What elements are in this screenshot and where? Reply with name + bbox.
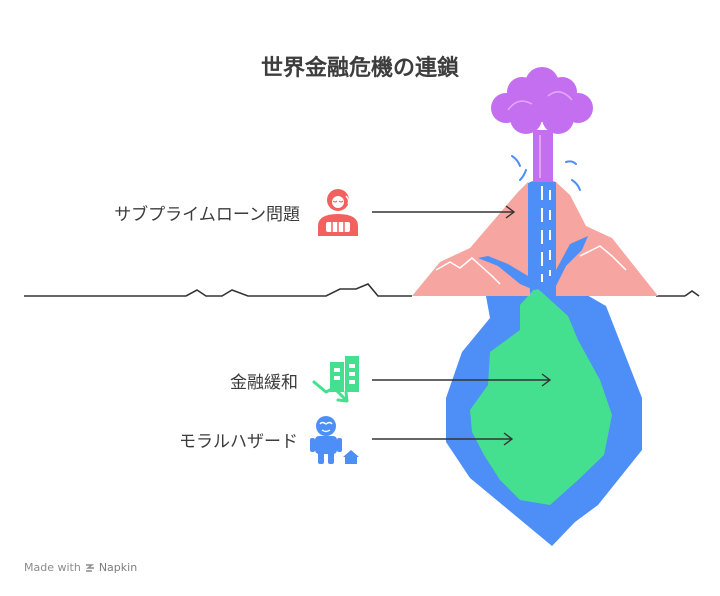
volcano-left <box>412 182 530 296</box>
eruption-column <box>533 130 553 182</box>
person-house-icon <box>310 416 359 464</box>
worried-person-icon <box>318 189 358 236</box>
eruption-cloud <box>491 67 593 134</box>
buildings-arrow-icon <box>312 356 359 403</box>
label-monetary-easing: 金融緩和 <box>230 373 298 393</box>
made-with-footer: Made with Napkin <box>24 561 137 574</box>
napkin-brand: Napkin <box>98 561 138 574</box>
made-with-text: Made with <box>24 561 81 574</box>
ground-line <box>24 283 412 297</box>
label-subprime: サブプライムローン問題 <box>114 205 300 225</box>
volcano-right <box>556 182 658 296</box>
magma-vent <box>478 178 588 290</box>
green-core <box>470 287 612 505</box>
label-moral-hazard: モラルハザード <box>179 432 298 452</box>
napkin-logo-icon <box>85 563 94 572</box>
page-title: 世界金融危機の連鎖 <box>260 56 459 81</box>
